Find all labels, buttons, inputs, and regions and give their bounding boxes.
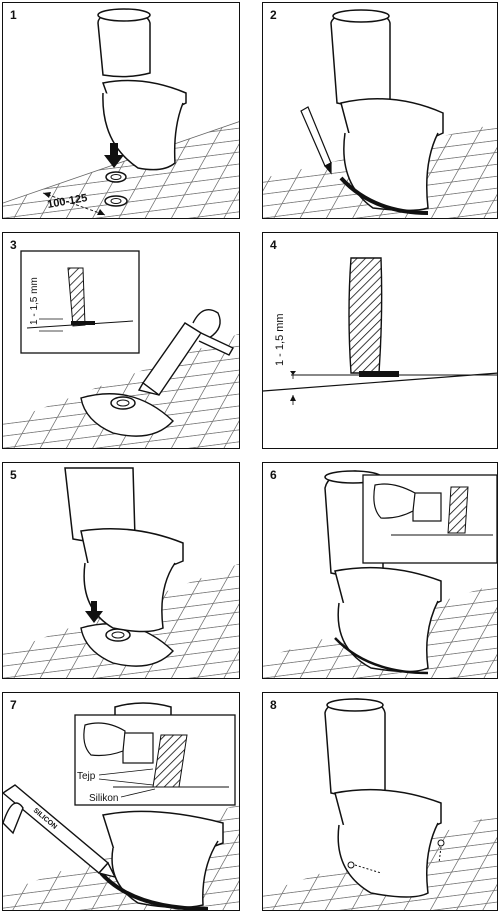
bolt-left (347, 861, 382, 874)
silicone-gun (137, 309, 234, 397)
toilet (97, 8, 187, 171)
toilet (99, 702, 224, 910)
hand (83, 722, 126, 757)
panel-8: 8 (262, 692, 498, 911)
step-8-illustration (263, 698, 497, 910)
panel-6: 6 (262, 462, 498, 679)
silicone-label: Silikon (89, 793, 118, 804)
panel-2: 2 (262, 2, 498, 219)
silicone-bead (359, 371, 399, 377)
panel-1: 1 100-125 (2, 2, 240, 219)
pencil-outline (80, 393, 174, 437)
panel-4: 4 1 - 1,5 mm (262, 232, 498, 449)
flange (110, 396, 136, 410)
toilet (64, 467, 184, 633)
panel-7: 7 SILICON Tejp Silikon (2, 692, 240, 911)
step-number: 2 (270, 8, 277, 22)
step-number: 3 (10, 238, 17, 252)
pencil (300, 106, 332, 175)
toilet (330, 9, 444, 215)
tape-label: Tejp (77, 771, 96, 782)
panel-3: 3 1 - 1,5 mm (2, 232, 240, 449)
flange (105, 171, 127, 183)
gap-label: 1 - 1,5 mm (29, 277, 40, 325)
step-7-illustration: SILICON Tejp Silikon (3, 702, 239, 910)
step-number: 5 (10, 468, 17, 482)
step-number: 8 (270, 698, 277, 712)
step-4-illustration: 1 - 1,5 mm (263, 257, 497, 405)
step-2-illustration (263, 9, 497, 218)
down-arrow (104, 143, 124, 168)
step-1-illustration: 100-125 (3, 8, 239, 218)
step-number: 4 (270, 238, 277, 252)
step-number: 6 (270, 468, 277, 482)
silicone-gun (3, 784, 117, 879)
down-arrow (85, 601, 103, 623)
bolt-right (437, 839, 445, 864)
gap-label: 1 - 1,5 mm (274, 313, 286, 366)
step-number: 7 (10, 698, 17, 712)
hand (373, 483, 416, 519)
toilet (324, 698, 442, 898)
panel-5: 5 (2, 462, 240, 679)
step-6-illustration (263, 470, 497, 678)
step-number: 1 (10, 8, 17, 22)
step-5-illustration (3, 467, 239, 678)
drain-pipe (104, 195, 128, 207)
step-3-illustration: 1 - 1,5 mm (3, 250, 239, 448)
